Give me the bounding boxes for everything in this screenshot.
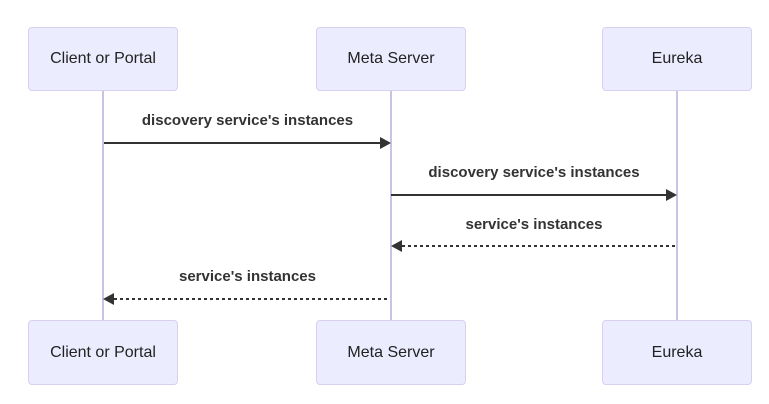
arrowhead-right-icon <box>380 137 391 149</box>
actor-label-eureka: Eureka <box>651 50 703 67</box>
message-label: discovery service's instances <box>428 164 640 181</box>
arrowhead-left-icon <box>391 240 402 252</box>
message-line-solid <box>391 194 667 196</box>
actor-box-client-bottom: Client or Portal <box>28 320 178 385</box>
actor-box-eureka-top: Eureka <box>602 27 752 91</box>
message-line-solid <box>104 142 381 144</box>
actor-box-meta-top: Meta Server <box>316 27 466 91</box>
actor-box-client-top: Client or Portal <box>28 27 178 91</box>
lifeline-meta <box>390 91 392 320</box>
actor-label-eureka: Eureka <box>651 343 703 361</box>
actor-box-meta-bottom: Meta Server <box>316 320 466 385</box>
message-label: service's instances <box>465 216 603 233</box>
actor-label-meta: Meta Server <box>347 50 435 67</box>
lifeline-eureka <box>676 91 678 320</box>
message-label: discovery service's instances <box>141 112 354 129</box>
message-line-dashed <box>402 245 677 247</box>
actor-label-client: Client or Portal <box>50 343 156 361</box>
arrowhead-left-icon <box>103 293 114 305</box>
message-label: service's instances <box>179 268 316 285</box>
message-line-dashed <box>114 298 389 300</box>
actor-label-client: Client or Portal <box>50 50 156 67</box>
arrowhead-right-icon <box>666 189 677 201</box>
lifeline-client <box>102 91 104 320</box>
actor-label-meta: Meta Server <box>347 343 435 361</box>
actor-box-eureka-bottom: Eureka <box>602 320 752 385</box>
